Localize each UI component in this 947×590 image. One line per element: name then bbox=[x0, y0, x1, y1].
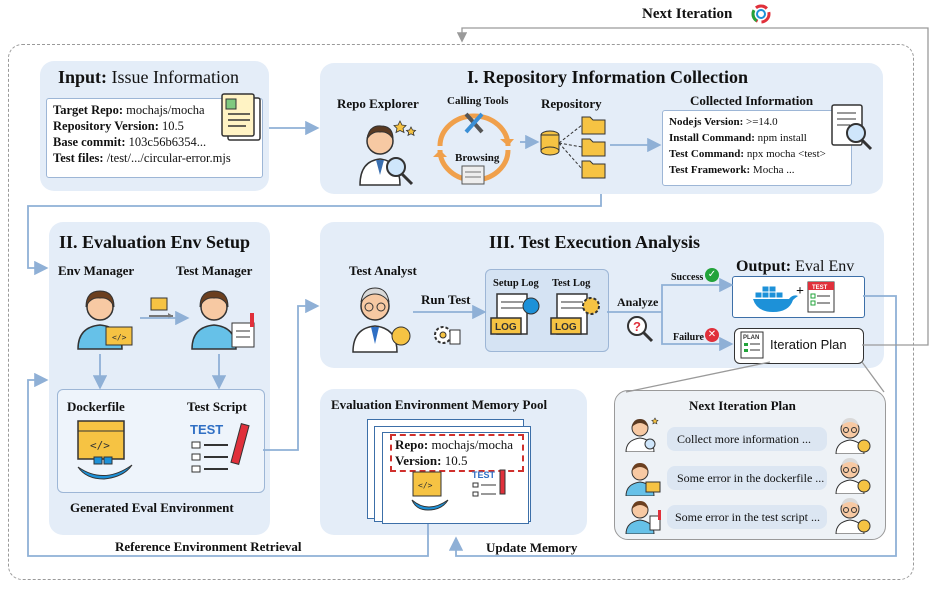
test-analyst-label: Test Analyst bbox=[349, 263, 417, 278]
memory-version-row: Version: 10.5 bbox=[395, 453, 468, 468]
test-log-icon: LOG bbox=[549, 292, 603, 342]
iteration-plan-label: Iteration Plan bbox=[770, 337, 847, 352]
success-check-icon: ✓ bbox=[705, 268, 719, 282]
config-transfer-icon bbox=[147, 296, 177, 322]
test-sheet-icon: TEST bbox=[806, 280, 836, 314]
issue-row-test-files: Test files: /test/.../circular-error.mjs bbox=[53, 151, 231, 165]
analyze-label: Analyze bbox=[617, 295, 659, 309]
repository-folders-icon bbox=[538, 113, 610, 183]
analyze-magnifier-icon: ? bbox=[625, 314, 655, 344]
output-title: Output: Eval Env bbox=[736, 258, 854, 276]
exec-panel-title: III. Test Execution Analysis bbox=[489, 232, 701, 252]
setup-log-label: Setup Log bbox=[493, 278, 539, 289]
repo-explorer-avatar-icon bbox=[350, 113, 420, 187]
svg-text:</>: </> bbox=[112, 333, 127, 342]
collected-row-test-cmd: Test Command: npx mocha <test> bbox=[669, 148, 826, 160]
input-title-rest: Issue Information bbox=[107, 67, 239, 87]
dockerfile-icon: </> bbox=[74, 417, 136, 483]
tools-cycle-graphic bbox=[430, 106, 518, 188]
browsing-label: Browsing bbox=[455, 152, 500, 164]
issue-info-box: Target Repo: mochajs/mocha Repository Ve… bbox=[46, 98, 263, 178]
document-search-icon bbox=[828, 103, 874, 153]
svg-text:PLAN: PLAN bbox=[743, 335, 759, 341]
memory-repo-row: Repo: mochajs/mocha bbox=[395, 437, 514, 452]
test-manager-label: Test Manager bbox=[176, 263, 253, 278]
memory-pool-title: Evaluation Environment Memory Pool bbox=[331, 397, 548, 412]
next-plan-title: Next Iteration Plan bbox=[689, 398, 796, 413]
failure-x-icon: ✕ bbox=[705, 328, 719, 342]
issue-row-version: Repository Version: 10.5 bbox=[53, 119, 184, 133]
env-panel-title: II. Evaluation Env Setup bbox=[59, 232, 251, 252]
docker-whale-icon bbox=[752, 280, 800, 314]
repo-explorer-label: Repo Explorer bbox=[337, 96, 419, 111]
dockerfile-label: Dockerfile bbox=[67, 399, 125, 414]
plan-item-3-agent-icon bbox=[624, 496, 664, 535]
plan-item-2-analyst-icon bbox=[834, 454, 874, 495]
update-memory-label: Update Memory bbox=[486, 540, 578, 555]
svg-text:</>: </> bbox=[418, 481, 433, 490]
test-log-label: Test Log bbox=[552, 278, 591, 289]
test-script-label: Test Script bbox=[187, 399, 247, 414]
plan-item-1-agent-icon bbox=[624, 414, 664, 453]
svg-text:LOG: LOG bbox=[555, 322, 577, 333]
svg-text:TEST: TEST bbox=[190, 422, 223, 437]
cycle-icon bbox=[750, 3, 772, 25]
plan-item-3-text: Some error in the test script ... bbox=[675, 510, 820, 524]
input-title: Input: Issue Information bbox=[58, 67, 239, 88]
svg-text:TEST: TEST bbox=[472, 470, 496, 480]
success-label: Success bbox=[671, 272, 704, 283]
test-script-icon: TEST bbox=[188, 420, 254, 482]
collected-row-nodejs: Nodejs Version: >=14.0 bbox=[669, 116, 778, 128]
plan-item-3-analyst-icon bbox=[834, 494, 874, 535]
plan-item-1-text: Collect more information ... bbox=[677, 432, 811, 446]
output-title-bold: Output: bbox=[736, 258, 792, 275]
output-title-rest: Eval Env bbox=[791, 258, 855, 275]
issue-row-target-repo: Target Repo: mochajs/mocha bbox=[53, 103, 205, 117]
memory-dockerfile-icon: </> bbox=[410, 470, 450, 512]
collected-info-label: Collected Information bbox=[690, 93, 814, 108]
svg-text:LOG: LOG bbox=[495, 322, 517, 333]
issue-row-commit: Base commit: 103c56b6354... bbox=[53, 135, 207, 149]
test-analyst-avatar-icon bbox=[349, 280, 413, 354]
next-iteration-label: Next Iteration bbox=[642, 6, 733, 22]
plan-item-1-analyst-icon bbox=[834, 414, 874, 455]
run-test-label: Run Test bbox=[421, 292, 471, 307]
document-stack-icon bbox=[218, 92, 264, 144]
input-title-bold: Input: bbox=[58, 67, 108, 87]
plan-item-2-agent-icon bbox=[624, 458, 664, 497]
collected-row-framework: Test Framework: Mocha ... bbox=[669, 164, 795, 176]
repository-label: Repository bbox=[541, 96, 602, 111]
svg-text:</>: </> bbox=[90, 439, 110, 452]
gear-icon bbox=[432, 322, 462, 348]
plus-sign: + bbox=[796, 284, 804, 299]
generated-env-label: Generated Eval Environment bbox=[70, 500, 234, 515]
svg-text:?: ? bbox=[633, 319, 641, 334]
env-manager-label: Env Manager bbox=[58, 263, 135, 278]
collected-info-box: Nodejs Version: >=14.0 Install Command: … bbox=[662, 110, 852, 186]
plan-item-2-text: Some error in the dockerfile ... bbox=[677, 471, 825, 485]
env-manager-avatar-icon: </> bbox=[72, 283, 144, 351]
memory-test-icon: TEST bbox=[470, 468, 510, 508]
repo-panel-title: I. Repository Information Collection bbox=[467, 67, 748, 87]
failure-label: Failure bbox=[673, 332, 704, 343]
plan-badge-icon: PLAN bbox=[740, 331, 764, 359]
collected-row-install: Install Command: npm install bbox=[669, 132, 807, 144]
reference-retrieval-label: Reference Environment Retrieval bbox=[115, 539, 302, 554]
test-manager-avatar-icon bbox=[188, 283, 260, 351]
setup-log-icon: LOG bbox=[489, 292, 541, 342]
svg-text:TEST: TEST bbox=[812, 285, 828, 291]
